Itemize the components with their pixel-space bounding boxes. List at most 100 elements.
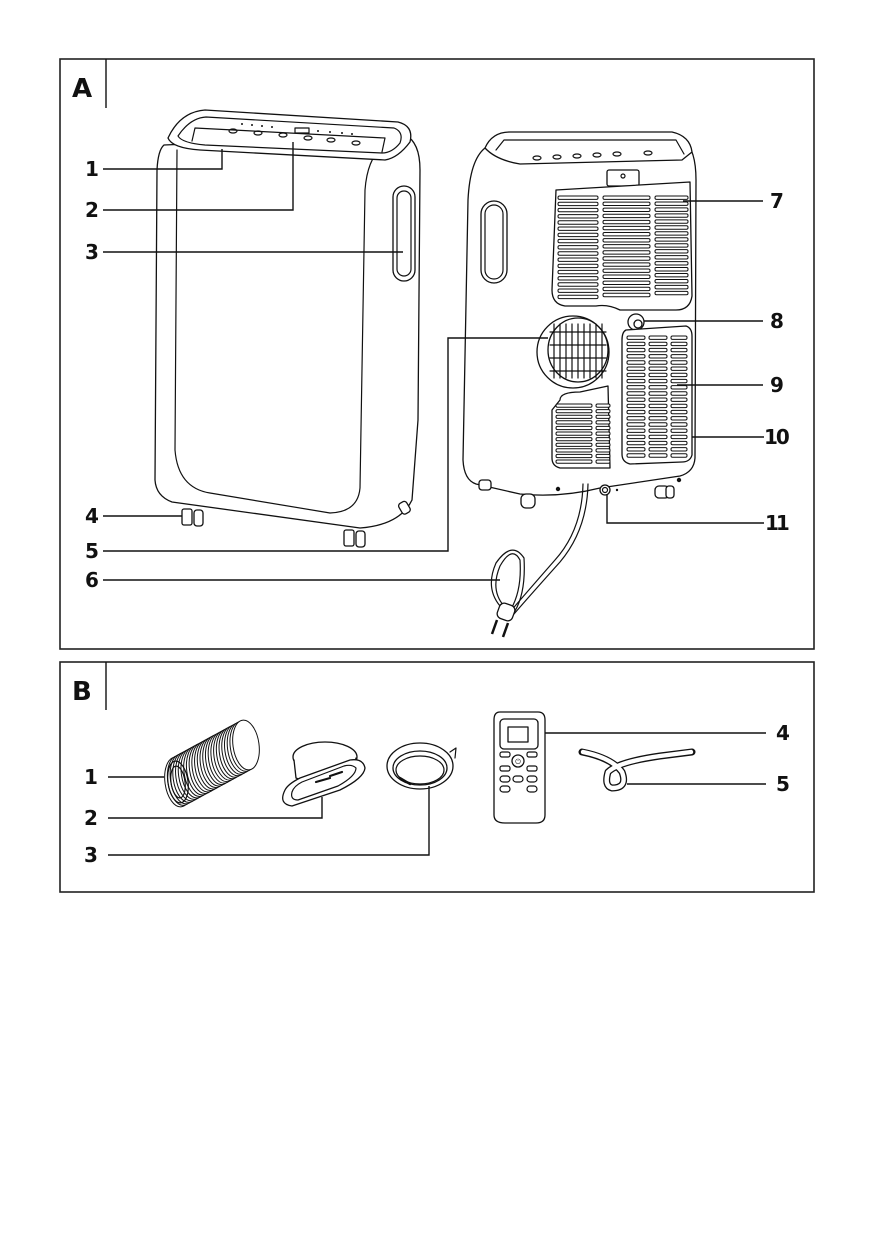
grille-slat bbox=[670, 347, 688, 353]
grille-slat bbox=[670, 434, 688, 440]
grille-slat bbox=[648, 447, 668, 452]
grille-slat bbox=[555, 409, 593, 414]
grille-slat bbox=[555, 448, 593, 453]
grille-slat bbox=[626, 397, 646, 402]
grille-slat bbox=[648, 428, 668, 433]
grille-slat bbox=[654, 278, 689, 284]
lower-filter-slats bbox=[626, 335, 688, 458]
callout-a-10: 10 bbox=[764, 425, 789, 449]
grille-slat bbox=[626, 378, 646, 384]
grille-slat bbox=[602, 244, 651, 249]
grille-slat bbox=[648, 378, 668, 384]
grille-slat bbox=[595, 420, 611, 425]
grille-slat bbox=[654, 290, 689, 296]
power-plug bbox=[496, 602, 516, 622]
grille-slat bbox=[626, 372, 646, 378]
grille-slat bbox=[648, 366, 668, 371]
rear-control-panel bbox=[484, 131, 693, 165]
panel-a-title: A bbox=[72, 74, 92, 104]
control-panel-rim bbox=[177, 116, 402, 154]
window-adapter-illustration bbox=[282, 741, 366, 807]
grille-slat bbox=[654, 261, 689, 266]
callout-b-5: 5 bbox=[776, 772, 790, 796]
grille-slat bbox=[602, 195, 651, 200]
upper-grille-slats bbox=[557, 195, 689, 300]
grille-slat bbox=[626, 360, 646, 365]
grille-slat bbox=[602, 207, 651, 213]
rear-unit-illustration bbox=[462, 131, 697, 638]
grille-slat bbox=[555, 420, 593, 425]
remote-control-illustration: ⏻ bbox=[493, 711, 546, 824]
grille-slat bbox=[654, 225, 689, 230]
callout-line-a11 bbox=[606, 494, 764, 524]
front-unit-body bbox=[154, 134, 421, 529]
grille-slat bbox=[602, 286, 651, 292]
panel-b-callout-labels: 1 2 3 4 5 bbox=[84, 721, 790, 867]
grille-slat bbox=[654, 243, 689, 248]
grille-slat bbox=[648, 372, 668, 378]
air-outlet-flap bbox=[191, 127, 386, 153]
rear-casters bbox=[478, 479, 675, 509]
grille-slat bbox=[670, 366, 688, 371]
grille-slat bbox=[557, 238, 599, 244]
hose-opening bbox=[167, 760, 189, 804]
grille-slat bbox=[557, 294, 599, 300]
grille-slat bbox=[595, 414, 611, 419]
grille-slat bbox=[654, 249, 689, 254]
grille-slat bbox=[557, 214, 599, 219]
grille-slat bbox=[654, 255, 689, 260]
grille-slat bbox=[626, 403, 646, 409]
front-unit-illustration bbox=[154, 109, 421, 548]
grille-slat bbox=[626, 409, 646, 415]
grille-slat bbox=[602, 213, 651, 219]
grille-slat bbox=[602, 219, 651, 225]
grille-slat bbox=[626, 447, 646, 452]
rear-side-handle bbox=[480, 200, 508, 284]
panel-a-frame bbox=[59, 58, 815, 650]
panel-b-title: B bbox=[72, 677, 92, 707]
grille-slat bbox=[654, 207, 689, 212]
grille-slat bbox=[670, 385, 688, 390]
grille-slat bbox=[595, 409, 611, 414]
grille-slat bbox=[654, 195, 689, 200]
grille-slat bbox=[670, 354, 688, 359]
grille-slat bbox=[670, 341, 688, 347]
grille-slat bbox=[648, 434, 668, 440]
grille-slat bbox=[602, 292, 651, 298]
callout-a-11: 11 bbox=[765, 511, 789, 535]
grille-slat bbox=[602, 250, 651, 255]
grille-slat bbox=[557, 245, 599, 250]
grille-slat bbox=[557, 288, 599, 293]
grille-slat bbox=[602, 268, 651, 273]
callout-a-9: 9 bbox=[770, 373, 784, 397]
panel-b-callout-lines bbox=[108, 732, 766, 856]
grille-slat bbox=[602, 262, 651, 267]
grille-slat bbox=[648, 341, 668, 347]
grille-slat bbox=[648, 409, 668, 415]
callout-a-2: 2 bbox=[85, 198, 99, 222]
panel-a-callout-labels: 1 2 3 4 5 6 7 8 9 10 11 bbox=[85, 157, 792, 592]
grille-slat bbox=[648, 397, 668, 402]
grille-slat bbox=[654, 231, 689, 236]
grille-slat bbox=[626, 453, 646, 458]
grille-slat bbox=[654, 267, 689, 272]
grille-slat bbox=[557, 276, 599, 281]
grille-slat bbox=[555, 453, 593, 459]
grille-slat bbox=[670, 409, 688, 415]
grille-slat bbox=[595, 453, 611, 459]
grille-slat bbox=[626, 422, 646, 427]
grille-slat bbox=[654, 219, 689, 224]
grille-slat bbox=[626, 366, 646, 371]
grille-slat bbox=[602, 274, 651, 279]
grille-slat bbox=[648, 416, 668, 421]
grille-slat bbox=[626, 440, 646, 446]
callout-a-3: 3 bbox=[85, 240, 99, 264]
exhaust-hose-illustration bbox=[164, 719, 260, 808]
callout-line-a2 bbox=[103, 142, 294, 211]
grille-slat bbox=[648, 335, 668, 340]
grille-slat bbox=[626, 354, 646, 359]
grille-slat bbox=[602, 280, 651, 286]
grille-slat bbox=[557, 201, 599, 207]
grille-slat bbox=[648, 391, 668, 396]
grille-slat bbox=[602, 256, 651, 261]
